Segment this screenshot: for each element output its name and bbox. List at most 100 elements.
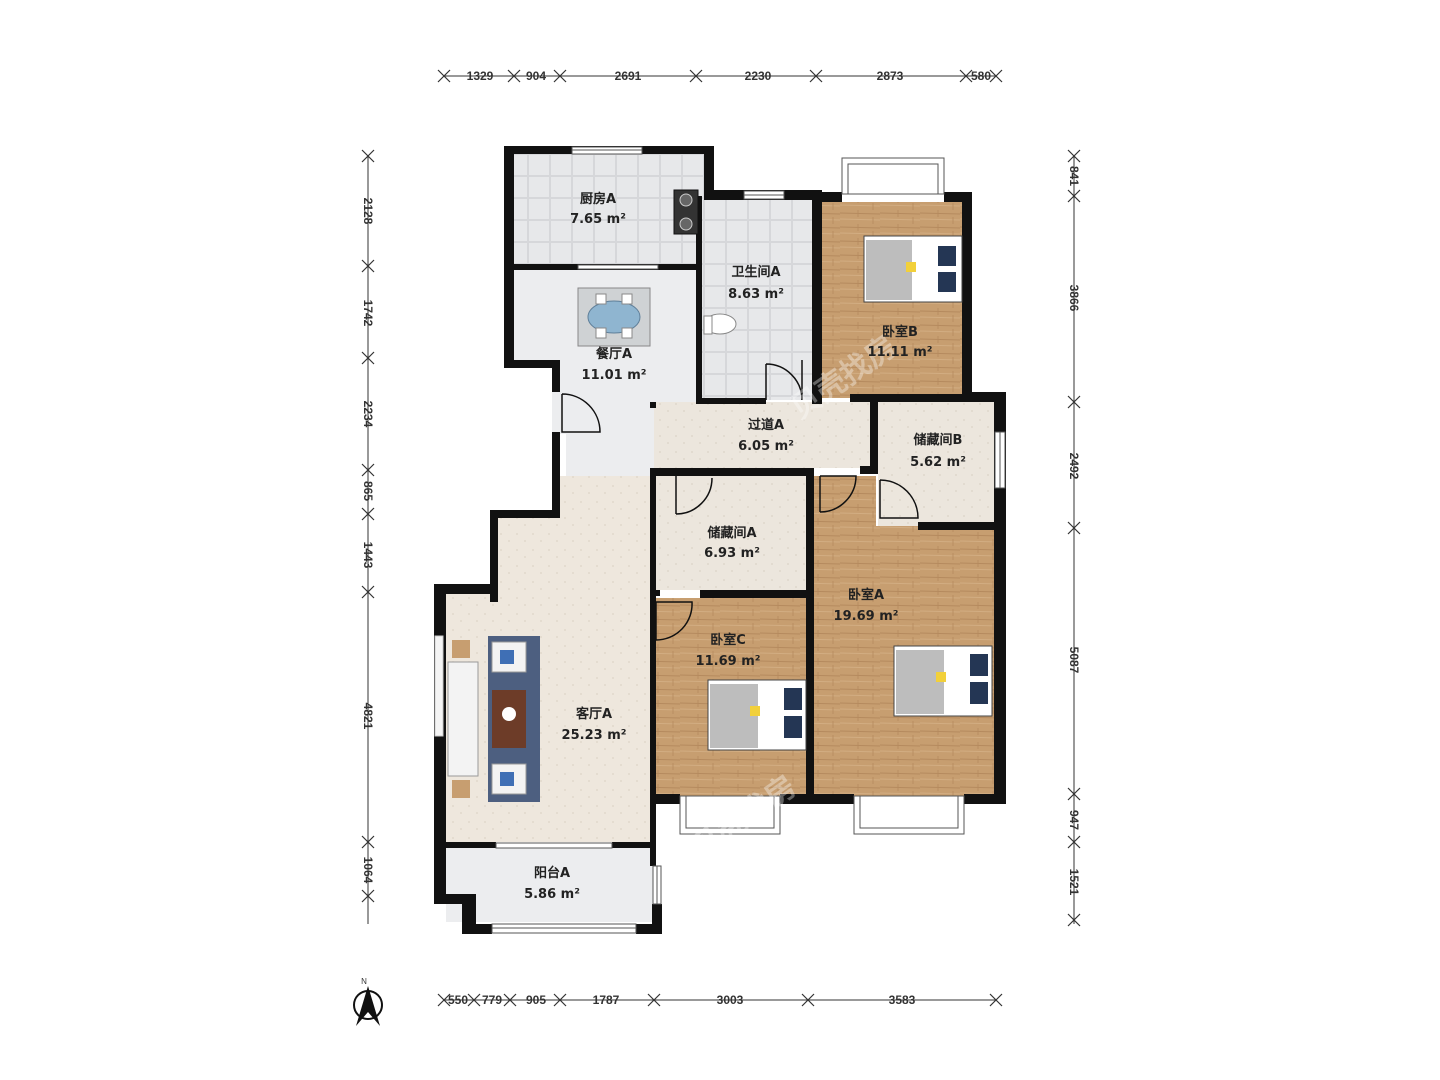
compass-icon: N	[353, 977, 383, 1026]
kitchen-floor	[514, 154, 704, 266]
dimension-label: 4821	[361, 703, 375, 730]
hallway-floor	[654, 402, 876, 468]
bed-icon	[707, 679, 807, 751]
room-area-bedroom-a: 19.69 m²	[834, 609, 899, 624]
room-area-living: 25.23 m²	[562, 728, 627, 743]
dimension-tick	[361, 889, 375, 903]
dimension-label: 947	[1067, 810, 1081, 830]
dimensions-right: 841 3866 2492 5087 947 1521	[1067, 166, 1081, 896]
dimension-tick	[437, 993, 451, 1007]
dimension-tick	[1067, 913, 1081, 927]
room-area-hallway: 6.05 m²	[738, 439, 794, 454]
dimension-ticks	[361, 69, 1081, 1007]
dimension-tick	[361, 835, 375, 849]
storage-b-floor	[878, 402, 994, 526]
compass-label: N	[361, 977, 367, 986]
dimension-tick	[989, 993, 1003, 1007]
dimension-label: 3866	[1067, 285, 1081, 312]
dimension-label: 905	[526, 993, 546, 1007]
room-area-storage-b: 5.62 m²	[910, 455, 966, 470]
dimension-label: 1521	[1067, 869, 1081, 896]
room-area-bathroom: 8.63 m²	[728, 287, 784, 302]
room-area-storage-a: 6.93 m²	[704, 546, 760, 561]
room-name-hallway: 过道A	[748, 417, 784, 433]
dimension-tick	[361, 507, 375, 521]
bathroom-floor	[702, 200, 816, 400]
dimension-tick	[1067, 521, 1081, 535]
dimension-tick	[1067, 787, 1081, 801]
dimension-label: 2230	[745, 69, 772, 83]
dimension-tick	[503, 993, 517, 1007]
dining-table-icon	[577, 287, 651, 347]
room-name-bedroom-c: 卧室C	[710, 632, 746, 648]
room-name-storage-a: 储藏间A	[706, 525, 756, 541]
room-name-balcony: 阳台A	[534, 865, 570, 881]
floors	[446, 154, 994, 922]
room-name-kitchen: 厨房A	[580, 191, 616, 207]
dimension-tick	[437, 69, 451, 83]
dimension-tick	[801, 993, 815, 1007]
bed-icon	[863, 235, 963, 303]
dimension-label: 1329	[467, 69, 494, 83]
dimension-label: 3583	[889, 993, 916, 1007]
room-name-bathroom: 卫生间A	[731, 264, 780, 280]
dimension-tick	[553, 69, 567, 83]
dimension-label: 1443	[361, 542, 375, 569]
room-area-bedroom-b: 11.11 m²	[868, 345, 933, 360]
dimension-label: 904	[526, 69, 546, 83]
room-area-kitchen: 7.65 m²	[570, 212, 626, 227]
stove-icon	[673, 189, 699, 235]
dimension-label: 2128	[361, 198, 375, 225]
dimension-tick	[989, 69, 1003, 83]
dimension-label: 3003	[717, 993, 744, 1007]
dimension-tick	[1067, 835, 1081, 849]
room-name-living: 客厅A	[576, 706, 612, 722]
dimension-label: 2492	[1067, 453, 1081, 480]
dimension-label: 2234	[361, 401, 375, 428]
dimension-label: 2691	[615, 69, 642, 83]
dimension-label: 5087	[1067, 647, 1081, 674]
dimension-label: 1064	[361, 857, 375, 884]
room-name-bedroom-a: 卧室A	[848, 587, 884, 603]
dimension-tick	[361, 351, 375, 365]
room-area-bedroom-c: 11.69 m²	[696, 654, 761, 669]
dimensions-left: 2128 1742 2234 865 1443 4821 1064	[361, 198, 375, 884]
dimension-tick	[553, 993, 567, 1007]
dimension-label: 1742	[361, 300, 375, 327]
balcony-floor	[446, 848, 654, 922]
windows	[434, 146, 1006, 934]
dimension-lines	[367, 75, 1075, 1001]
toilet-icon	[703, 313, 737, 335]
dimension-label: 2873	[877, 69, 904, 83]
dimension-label: 865	[361, 481, 375, 501]
dimension-tick	[1067, 395, 1081, 409]
room-area-dining: 11.01 m²	[582, 368, 647, 383]
living-floor	[446, 476, 650, 842]
dimension-label: 580	[971, 69, 991, 83]
dimension-tick	[647, 993, 661, 1007]
room-name-bedroom-b: 卧室B	[882, 324, 918, 340]
dimension-tick	[689, 69, 703, 83]
dimension-tick	[467, 993, 481, 1007]
sofa-set-icon	[447, 636, 540, 802]
dimension-label: 841	[1067, 166, 1081, 186]
dimension-tick	[959, 69, 973, 83]
dimension-label: 779	[482, 993, 502, 1007]
dimension-label: 1787	[593, 993, 620, 1007]
bed-icon	[893, 645, 993, 717]
dimensions-bottom: 550 779 905 1787 3003 3583	[448, 993, 916, 1007]
dimension-tick	[507, 69, 521, 83]
room-name-storage-b: 储藏间B	[913, 432, 963, 448]
dimension-tick	[361, 463, 375, 477]
dimension-tick	[1067, 149, 1081, 163]
room-labels: 厨房A 7.65 m² 卫生间A 8.63 m² 卧室B 11.11 m² 餐厅…	[524, 191, 966, 902]
room-area-balcony: 5.86 m²	[524, 887, 580, 902]
dimension-tick	[1067, 189, 1081, 203]
dimension-tick	[361, 585, 375, 599]
dimension-label: 550	[448, 993, 468, 1007]
storage-a-floor	[656, 476, 806, 590]
room-name-dining: 餐厅A	[595, 346, 632, 362]
doors	[561, 360, 919, 641]
dimension-tick	[809, 69, 823, 83]
